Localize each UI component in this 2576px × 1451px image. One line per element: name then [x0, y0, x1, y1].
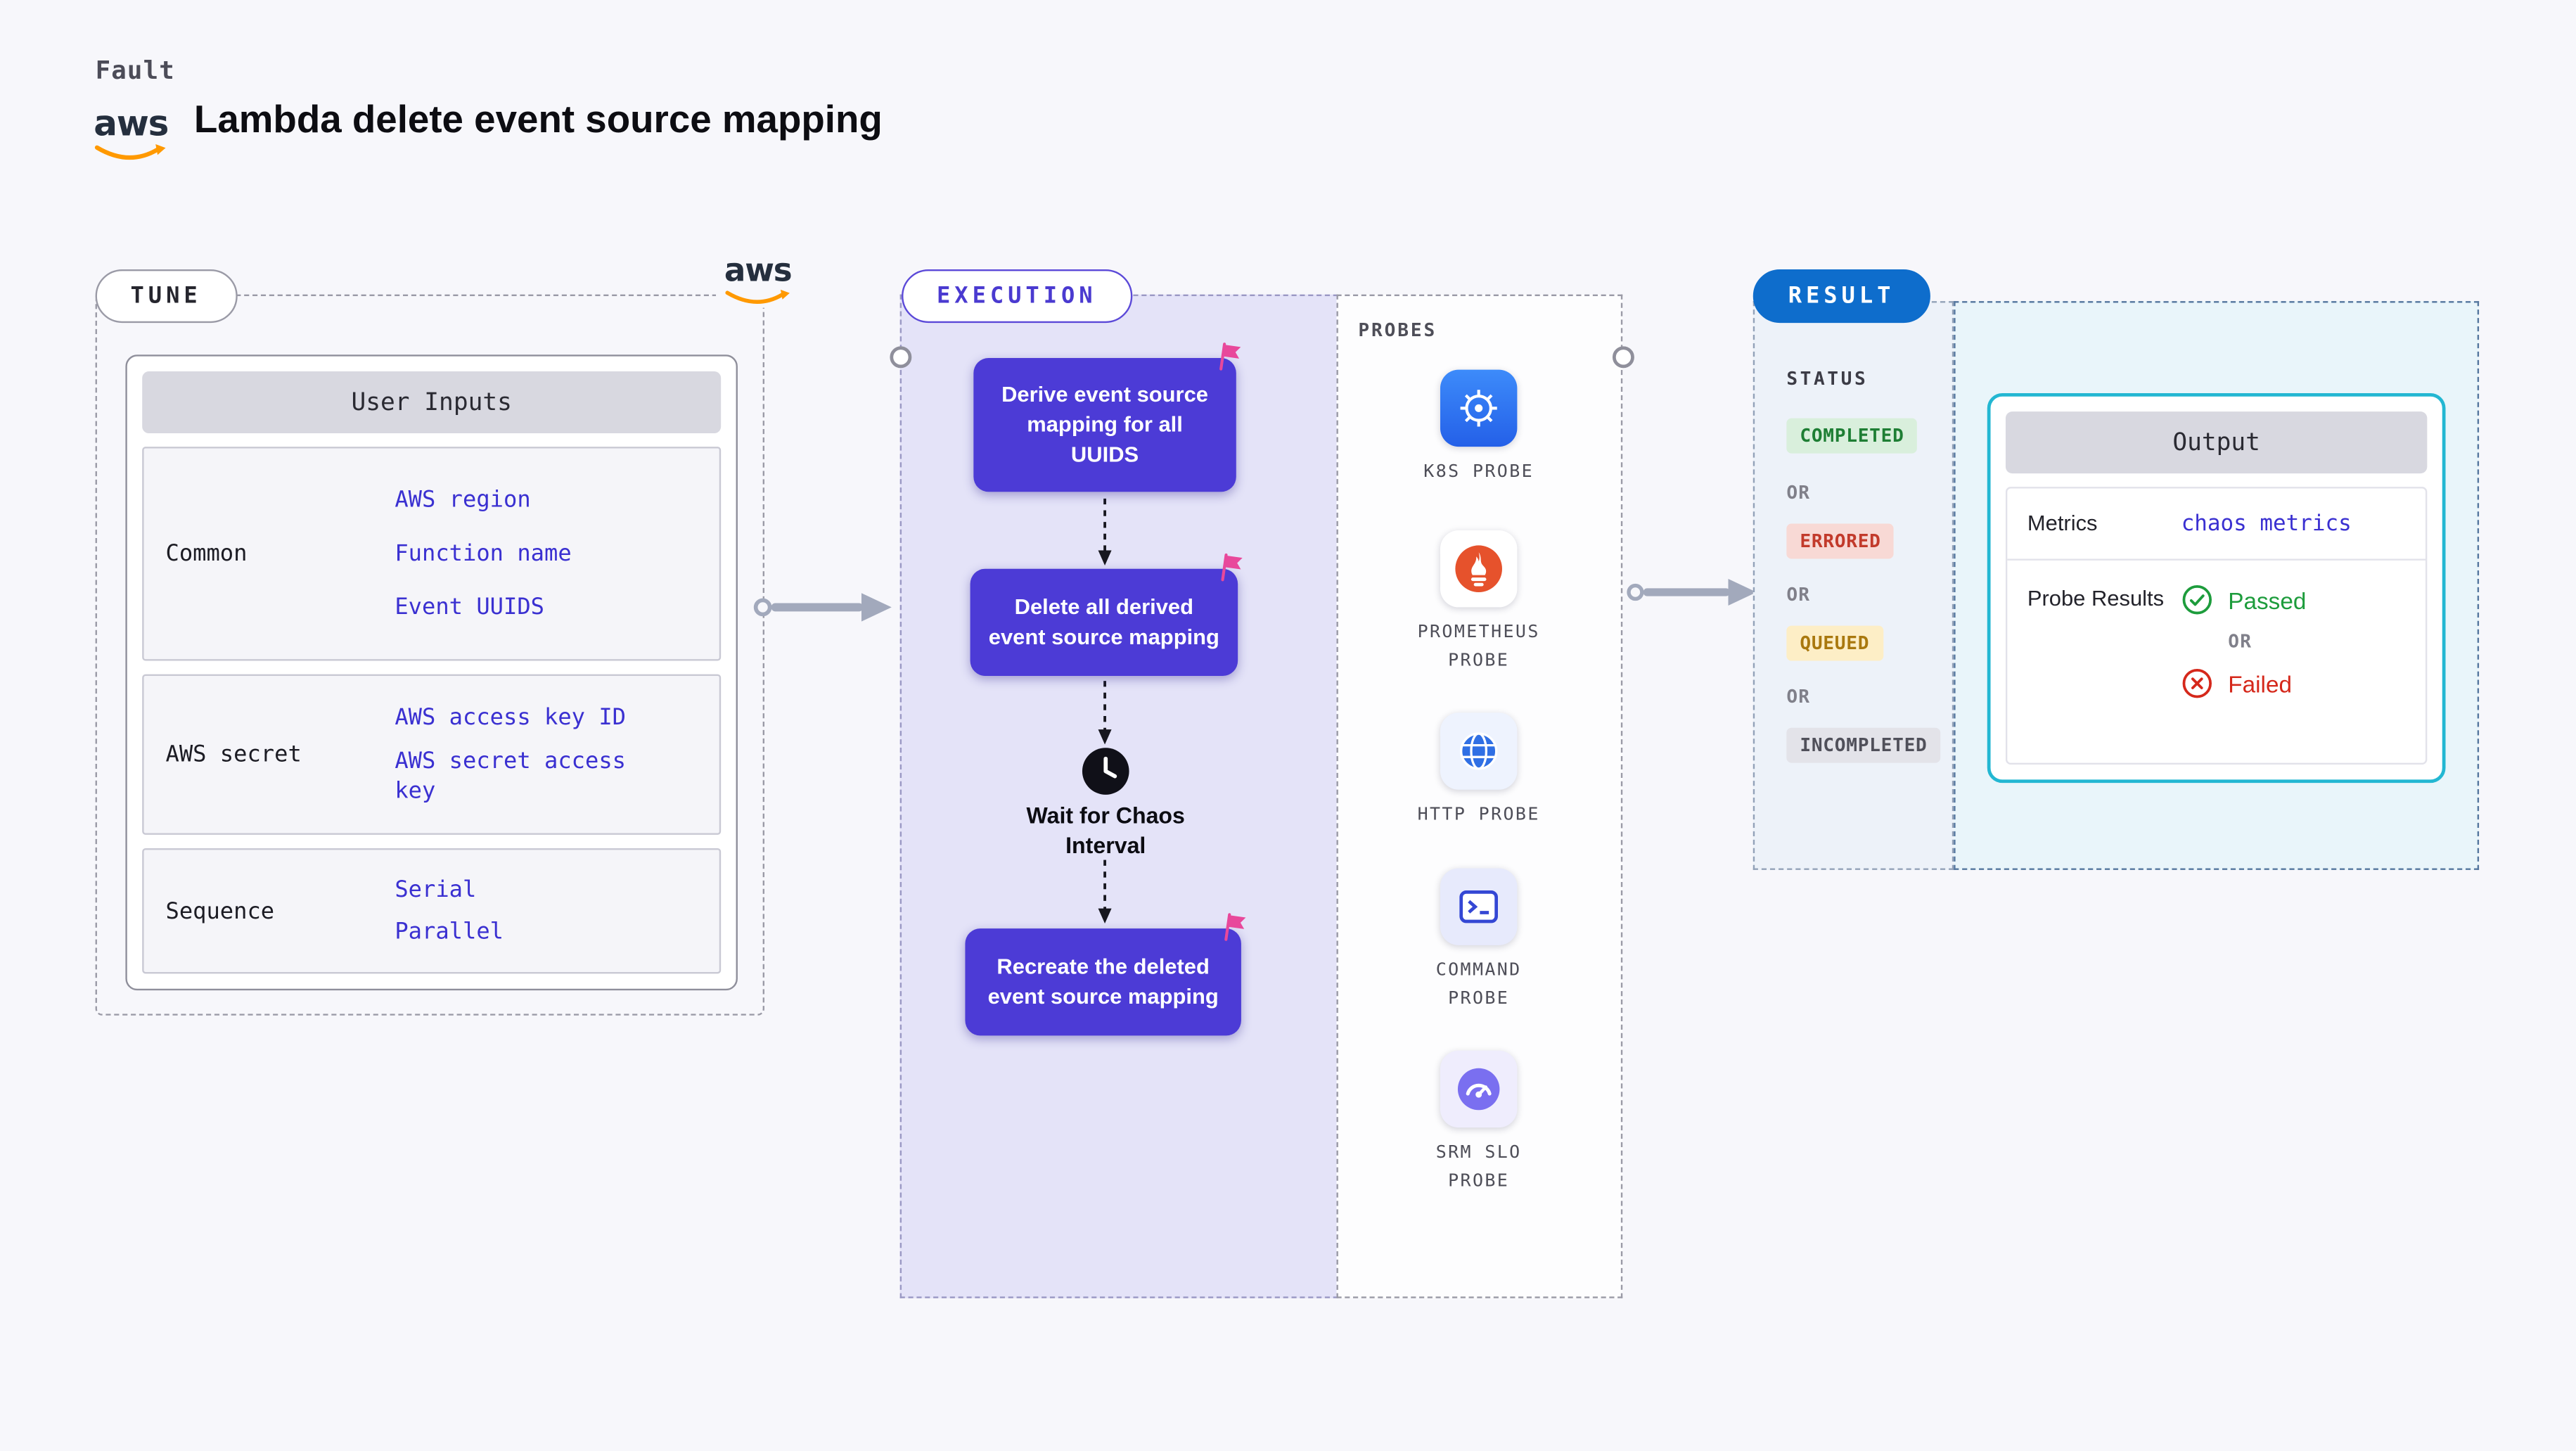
probe-label: HTTP PROBE	[1417, 805, 1540, 825]
aws-swoosh-icon	[725, 289, 790, 304]
flag-icon	[1219, 343, 1241, 371]
dotted-arrow-down-icon	[1098, 681, 1112, 745]
tune-pill: TUNE	[95, 269, 237, 324]
connector-dot-right	[1612, 346, 1634, 369]
x-circle-icon	[2182, 668, 2212, 698]
metrics-label: Metrics	[2027, 510, 2098, 535]
step-label: Delete all derived event source mapping	[988, 593, 1219, 649]
kubernetes-icon	[1440, 369, 1518, 447]
or-separator: OR	[2228, 630, 2253, 653]
probe-k8s: K8S PROBE	[1378, 369, 1579, 487]
input-value: AWS secret access key	[395, 747, 627, 805]
output-header: Output	[2005, 411, 2428, 474]
result-pill: RESULT	[1752, 269, 1930, 324]
probes-heading: PROBES	[1358, 319, 1437, 342]
aws-logo-text: aws	[94, 103, 169, 144]
input-row-common: Common AWS region Function name Event UU…	[142, 447, 722, 661]
execution-pill: EXECUTION	[902, 269, 1132, 324]
arrow-tune-to-execution-icon	[753, 593, 892, 622]
step-recreate-mapping: Recreate the deleted event source mappin…	[965, 913, 1246, 1036]
fault-kicker: Fault	[95, 55, 175, 86]
failed-line: Failed	[2181, 667, 2307, 699]
user-inputs-table: User Inputs Common AWS region Function n…	[125, 354, 738, 991]
input-row-values: AWS region Function name Event UUIDS	[395, 448, 719, 659]
input-row-label: AWS secret	[165, 741, 302, 768]
dotted-arrow-down-icon	[1098, 498, 1112, 565]
metrics-row: Metrics chaos metrics	[2007, 489, 2426, 561]
input-row-label: Common	[165, 540, 248, 568]
step-label: Recreate the deleted event source mappin…	[987, 953, 1219, 1009]
probe-results-values: Passed OR Failed	[2181, 584, 2307, 699]
passed-line: Passed	[2181, 584, 2307, 615]
probe-results-row: Probe Results Passed OR	[2007, 561, 2426, 763]
failed-label: Failed	[2228, 670, 2293, 697]
aws-logo-text: aws	[724, 253, 793, 290]
probe-results-label: Probe Results	[2027, 585, 2165, 611]
status-badge-queued: QUEUED	[1786, 625, 1883, 661]
metrics-value: chaos metrics	[2181, 511, 2352, 537]
aws-swoosh-icon	[95, 144, 167, 160]
prometheus-icon	[1440, 530, 1518, 608]
input-value: AWS region	[395, 486, 531, 513]
srm-slo-icon	[1440, 1050, 1518, 1128]
input-row-values: AWS access key ID AWS secret access key	[395, 676, 719, 833]
terminal-icon	[1440, 868, 1518, 945]
output-card: Output Metrics chaos metrics Probe Resul…	[1987, 392, 2446, 784]
probe-label: K8S PROBE	[1423, 461, 1534, 482]
status-badge-completed: COMPLETED	[1786, 418, 1918, 454]
step-label: Derive event source mapping for all UUID…	[1001, 381, 1209, 467]
status-badge-errored: ERRORED	[1786, 523, 1895, 559]
probes-panel	[1336, 294, 1623, 1298]
check-circle-icon	[2182, 585, 2212, 615]
tune-panel	[95, 294, 765, 1016]
probe-prometheus: PROMETHEUS PROBE	[1378, 530, 1579, 675]
probe-label: COMMAND PROBE	[1435, 960, 1522, 1009]
input-row-values: Serial Parallel	[395, 850, 719, 972]
page-title: Lambda delete event source mapping	[193, 96, 883, 141]
input-value: Event UUIDS	[395, 594, 545, 621]
input-value: Serial	[395, 876, 477, 904]
step-derive-mapping: Derive event source mapping for all UUID…	[973, 343, 1241, 492]
output-body: Metrics chaos metrics Probe Results Pass…	[2005, 487, 2428, 765]
input-value: Parallel	[395, 918, 504, 945]
input-row-sequence: Sequence Serial Parallel	[142, 848, 722, 974]
probe-label: PROMETHEUS PROBE	[1417, 622, 1540, 671]
or-separator: OR	[1786, 686, 1811, 708]
flag-icon	[1221, 553, 1243, 582]
or-separator: OR	[1786, 584, 1811, 606]
flag-icon	[1224, 913, 1246, 941]
passed-label: Passed	[2228, 586, 2307, 613]
aws-logo: aws	[94, 103, 169, 164]
user-inputs-header: User Inputs	[142, 371, 722, 434]
probe-label: SRM SLO PROBE	[1435, 1142, 1522, 1191]
probe-command: COMMAND PROBE	[1378, 868, 1579, 1013]
or-separator: OR	[1786, 482, 1811, 504]
tune-aws-logo: aws	[716, 253, 800, 308]
status-badge-incompleted: INCOMPLETED	[1786, 727, 1941, 763]
dotted-arrow-down-icon	[1098, 859, 1112, 923]
arrow-execution-to-result-icon	[1627, 578, 1757, 606]
input-value: AWS access key ID	[395, 703, 627, 731]
clock-icon	[1081, 746, 1131, 796]
input-row-label: Sequence	[165, 897, 275, 925]
connector-dot-left	[890, 346, 912, 369]
probe-srm-slo: SRM SLO PROBE	[1378, 1050, 1579, 1196]
input-value: Function name	[395, 539, 572, 568]
step-delete-mapping: Delete all derived event source mapping	[970, 553, 1243, 676]
input-row-aws-secret: AWS secret AWS access key ID AWS secret …	[142, 674, 722, 835]
wait-chaos-interval-label: Wait for Chaos Interval	[1026, 803, 1185, 858]
status-panel	[1752, 301, 1954, 870]
probe-http: HTTP PROBE	[1378, 712, 1579, 829]
globe-icon	[1440, 712, 1518, 790]
status-heading: STATUS	[1786, 368, 1869, 390]
